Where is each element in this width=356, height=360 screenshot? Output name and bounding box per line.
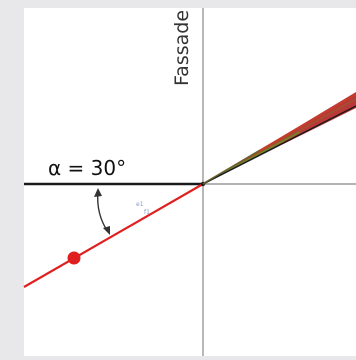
diagram-panel bbox=[24, 8, 356, 356]
arc-arrowhead-top bbox=[94, 188, 102, 197]
arc-arrowhead-bottom bbox=[103, 226, 110, 235]
ray-point bbox=[67, 251, 81, 265]
reflected-ray-5 bbox=[202, 105, 356, 185]
incident-ray bbox=[23, 183, 204, 288]
facade-label: Fassade bbox=[171, 10, 193, 86]
small-label-2: f1 bbox=[144, 209, 150, 216]
angle-label: α = 30° bbox=[48, 156, 126, 180]
reflected-bundle bbox=[202, 92, 356, 185]
reflected-ray-6 bbox=[202, 149, 261, 185]
small-label-1: e1 bbox=[136, 201, 144, 208]
